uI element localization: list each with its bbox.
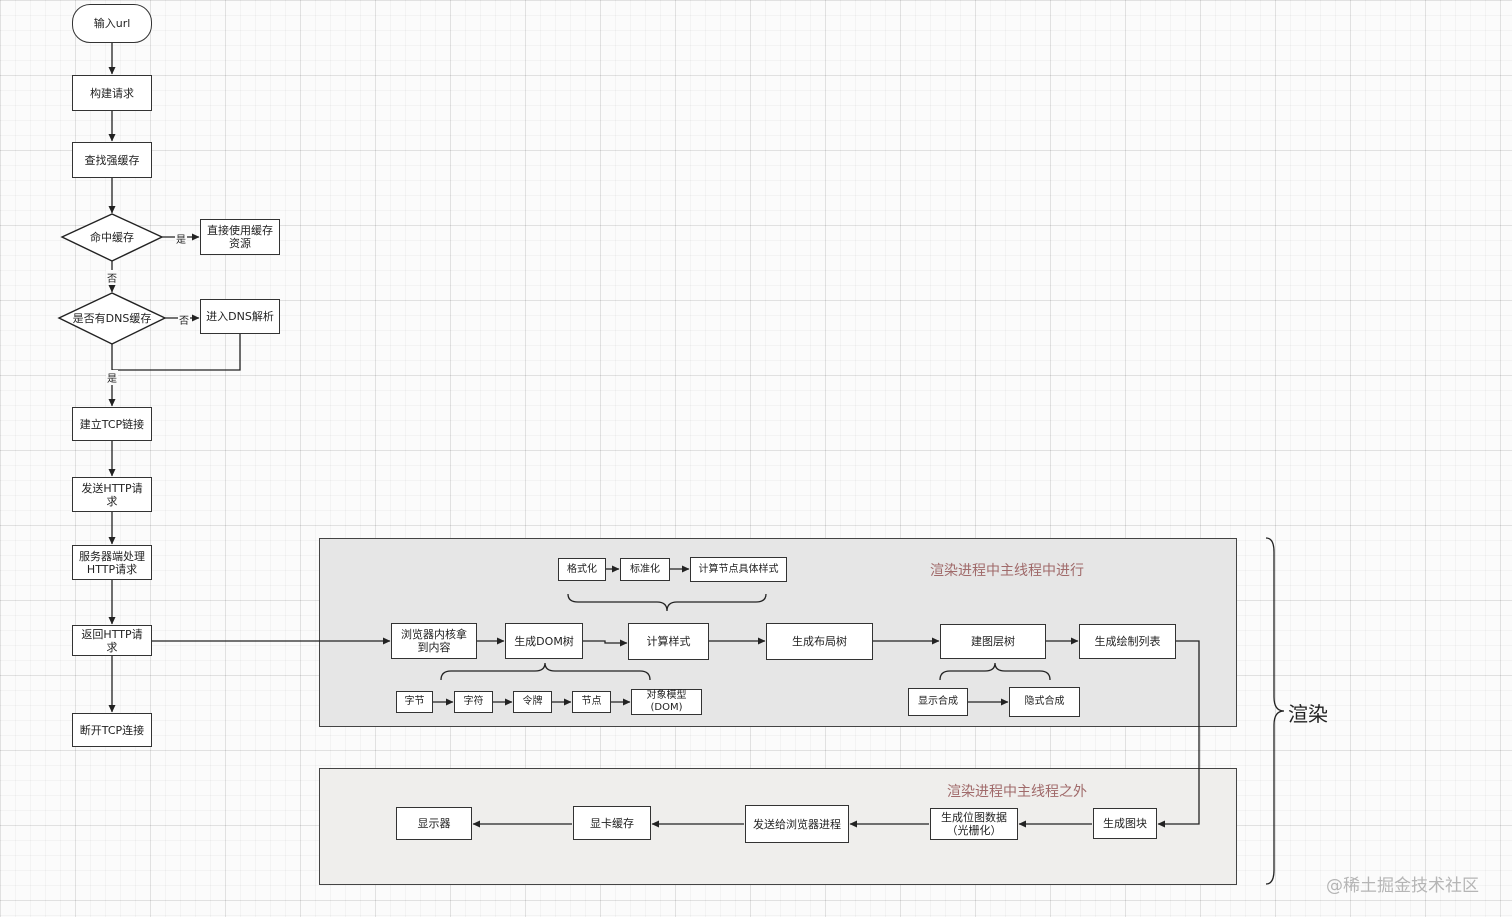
- use-cache-node: 直接使用缓存 资源: [200, 219, 280, 255]
- gen-paint-list-node: 生成绘制列表: [1079, 624, 1176, 659]
- dns-cache-diamond: [57, 292, 167, 345]
- server-handle-node: 服务器端处理 HTTP请求: [72, 545, 152, 580]
- edge-label-no: 否: [106, 270, 118, 285]
- object-model-node: 对象模型 (DOM): [631, 689, 702, 715]
- edge-paint-tiles: [1157, 640, 1200, 828]
- brace-style-detail: [567, 593, 767, 612]
- render-brace-label: 渲染: [1288, 702, 1328, 726]
- tcp-close-node: 断开TCP连接: [72, 713, 152, 747]
- edge-dns-return: [112, 334, 241, 371]
- return-http-node: 返回HTTP请 求: [72, 625, 152, 656]
- hit-cache-diamond: [60, 213, 164, 262]
- send-http-node: 发送HTTP请 求: [72, 477, 152, 512]
- watermark: @稀土掘金技术社区: [1326, 876, 1479, 896]
- tokens-node: 令牌: [513, 691, 552, 713]
- compute-style-node: 计算样式: [628, 623, 709, 660]
- gen-dom-node: 生成DOM树: [505, 623, 583, 659]
- render-main-thread-title: 渲染进程中主线程中进行: [930, 563, 1084, 579]
- nodes-node: 节点: [572, 691, 611, 713]
- build-layers-node: 建图层树: [940, 624, 1046, 659]
- bytes-node: 字节: [396, 691, 433, 713]
- render-outside-thread-title: 渲染进程中主线程之外: [947, 784, 1087, 800]
- dns-cache-label: 是否有DNS缓存: [72, 312, 152, 325]
- brace-dom-detail: [440, 662, 651, 681]
- dns-resolve-node: 进入DNS解析: [200, 299, 280, 334]
- gen-layout-node: 生成布局树: [766, 623, 873, 660]
- implicit-composite-node: 隐式合成: [1009, 687, 1080, 717]
- gpu-cache-node: 显卡缓存: [573, 806, 651, 840]
- normalize-node: 标准化: [620, 558, 670, 581]
- display-node: 显示器: [396, 807, 472, 840]
- format-node: 格式化: [558, 558, 606, 581]
- edge-label-yes: 是: [106, 370, 118, 385]
- build-request-node: 构建请求: [72, 75, 152, 111]
- explicit-composite-node: 显示合成: [908, 688, 968, 716]
- brace-layer-detail: [939, 662, 1051, 681]
- tcp-connect-node: 建立TCP链接: [72, 407, 152, 441]
- edge-label-no: 否: [178, 312, 190, 327]
- send-browser-node: 发送给浏览器进程: [745, 805, 849, 843]
- find-strong-cache-node: 查找强缓存: [72, 142, 152, 178]
- gen-bitmap-node: 生成位图数据 （光栅化）: [930, 808, 1018, 840]
- chars-node: 字符: [454, 691, 493, 713]
- compute-node-styles-node: 计算节点具体样式: [690, 557, 787, 582]
- edge-label-yes: 是: [175, 231, 187, 246]
- input-url-node: 输入url: [72, 4, 152, 43]
- brace-render: [1265, 537, 1285, 885]
- edge-dom-style: [583, 639, 628, 647]
- gen-tiles-node: 生成图块: [1093, 808, 1157, 839]
- hit-cache-label: 命中缓存: [90, 231, 134, 244]
- receive-content-node: 浏览器内核拿 到内容: [391, 623, 477, 659]
